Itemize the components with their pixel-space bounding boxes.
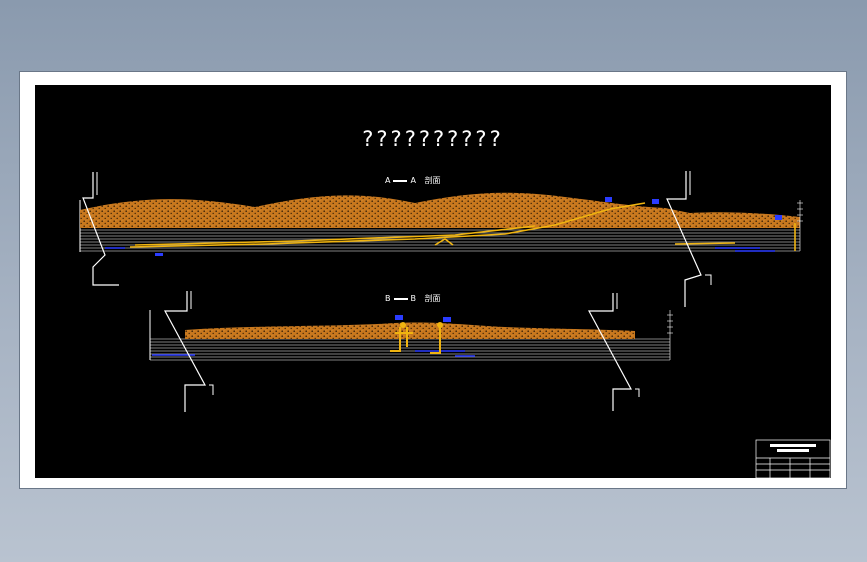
section-b-left-break [163,291,207,412]
section-a-marker [652,199,659,204]
section-a-ore-lines [129,202,796,251]
section-b-topsoil [185,322,635,339]
section-a-marker [775,215,782,220]
section-b [149,291,673,412]
drawing-title: ?????????? [362,127,504,151]
section-a-marker [155,253,163,256]
section-a [79,171,803,307]
section-b-marker [395,315,403,320]
section-a-scale [797,200,803,251]
section-b-right-break [587,293,633,411]
section-a-marker [605,197,612,202]
section-b-marker [437,322,443,328]
section-b-marker [443,317,451,322]
title-block [755,439,831,478]
section-drawings [79,171,831,478]
section-b-scale [667,310,673,360]
section-a-left-break [82,172,119,286]
section-a-topsoil [80,192,800,228]
section-a-strata-lines [80,229,800,252]
section-a-water-lines [105,247,775,252]
section-b-strata-lines [150,338,670,361]
section-b-marker [400,322,406,328]
section-b-ore-structures [390,327,441,354]
section-b-water-lines [152,350,475,357]
section-a-right-break [666,171,702,307]
